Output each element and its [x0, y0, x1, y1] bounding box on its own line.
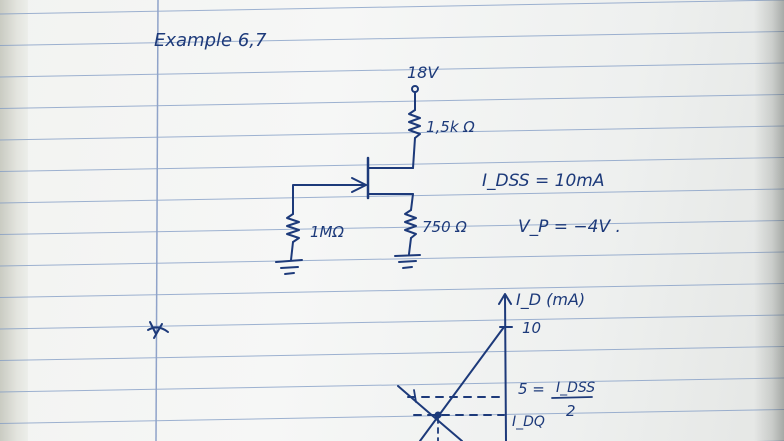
- drain-resistor-label: 1,5k Ω: [426, 118, 475, 136]
- example-title: Example 6,7: [154, 30, 267, 51]
- ruled-line: [0, 220, 784, 235]
- ruled-line: [0, 31, 784, 46]
- idss-over-2-denominator: 2: [566, 402, 576, 420]
- gate-resistor: [286, 213, 300, 243]
- ruled-line: [0, 125, 784, 141]
- y-axis-label: I_D (mA): [516, 290, 585, 310]
- supply-voltage-label: 18V: [407, 63, 439, 82]
- gate-ground-icon: [275, 259, 303, 275]
- gate-resistor-label: 1MΩ: [310, 223, 344, 241]
- pinch-off-voltage: V_P = −4V .: [518, 217, 621, 237]
- wire-rd-to-drain: [412, 137, 416, 169]
- fraction-bar: [551, 396, 593, 399]
- page-binding-edge: [0, 0, 28, 441]
- ruled-line: [0, 314, 784, 330]
- idq-label: I_DQ: [512, 414, 545, 430]
- ruled-line: [0, 157, 784, 172]
- gate-wire: [292, 184, 367, 215]
- q-point: [434, 411, 442, 419]
- wire-source-to-rs: [410, 193, 414, 211]
- ruled-line: [0, 409, 784, 424]
- margin-line: [155, 0, 159, 441]
- idss-over-2-numerator: I_DSS: [556, 380, 595, 396]
- graph-y-axis: [504, 295, 507, 441]
- ruled-line: [0, 283, 784, 298]
- ruled-line: [0, 188, 784, 204]
- wire-rg-to-ground: [290, 241, 294, 261]
- y-axis-arrow-icon: [498, 293, 512, 305]
- source-ground-icon: [394, 254, 421, 269]
- page-shadow-edge: [754, 0, 784, 441]
- tick-10-label: 10: [522, 319, 541, 337]
- bias-line: [419, 326, 505, 441]
- drain-resistor: [408, 109, 421, 139]
- source-resistor: [404, 209, 417, 239]
- idss-value: I_DSS = 10mA: [482, 171, 604, 191]
- ruled-line: [0, 377, 784, 393]
- ruled-line: [0, 0, 784, 15]
- wire-rs-to-ground: [408, 237, 412, 255]
- ruled-line: [0, 346, 784, 361]
- source-resistor-label: 750 Ω: [422, 218, 467, 236]
- transfer-curve: [397, 385, 463, 441]
- ruled-line: [0, 251, 784, 267]
- margin-doodle: [147, 321, 169, 339]
- tick-5-label: 5 =: [518, 380, 545, 398]
- tick-5-left-mark: [413, 389, 417, 403]
- gate-arrow-icon: [351, 177, 367, 193]
- jfet-circuit: 18V 1,5k Ω 1MΩ: [275, 63, 475, 275]
- ruled-line: [0, 94, 784, 109]
- ruled-line: [0, 62, 784, 78]
- transfer-graph: I_D (mA) 10 5 = I_DSS 2 I_DQ: [397, 290, 595, 441]
